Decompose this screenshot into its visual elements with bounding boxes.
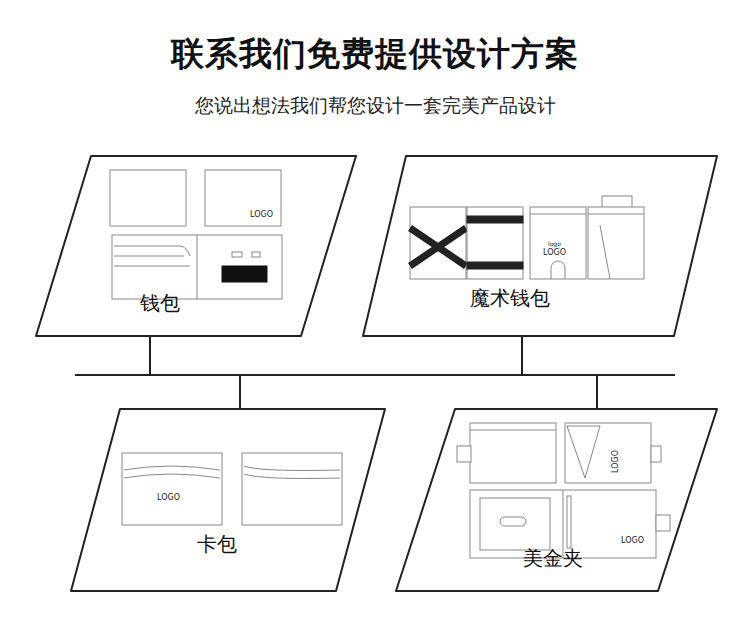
panel-shape: [36, 156, 356, 336]
magic-arch: [551, 261, 565, 279]
clip-card-window: [480, 498, 550, 550]
logo-mark: LOGO: [621, 537, 644, 545]
connector-line: [522, 337, 597, 408]
panel-shape: [363, 156, 717, 336]
wallet-icon: [252, 252, 260, 257]
magic-seam: [588, 214, 644, 279]
wallet-back: [110, 170, 186, 226]
subtitle: 您说出想法我们帮您设计一套完美产品设计: [0, 96, 750, 115]
clip-seam: [470, 430, 556, 431]
clip-bar: [567, 496, 571, 548]
panel-label: 美金夹: [523, 546, 583, 570]
magic-x-band: [410, 228, 466, 266]
product-panel: 美金夹: [395, 408, 718, 592]
clip-front: [565, 423, 651, 483]
logo-mark: logo: [548, 241, 561, 247]
connector-line: [240, 337, 522, 408]
wallet-icon: [232, 252, 242, 257]
clip-tab: [656, 515, 670, 531]
logo-mark: LOGO: [543, 249, 566, 257]
panel-shape: [396, 409, 717, 591]
logo-mark: LOGO: [250, 211, 273, 219]
wallet-window: [222, 266, 267, 282]
magic-piece: [410, 207, 466, 279]
connector-line: [150, 337, 240, 408]
magic-piece: [588, 207, 644, 279]
clip-tab: [457, 446, 471, 462]
product-panel: 魔术钱包: [362, 155, 718, 337]
magic-piece: [467, 207, 523, 279]
magic-band: [467, 262, 523, 269]
clip-tab: [651, 446, 661, 462]
panel-outline: [70, 408, 386, 592]
wallet-front: [205, 170, 281, 226]
magic-piece: [530, 207, 586, 279]
product-panel: 钱包: [35, 155, 357, 337]
logo-mark: LOGO: [612, 450, 620, 473]
magic-band: [467, 216, 523, 223]
wallet-slots: [114, 246, 190, 266]
connector-line: [150, 337, 597, 408]
panel-label: 魔术钱包: [470, 286, 550, 310]
clip-pocket: [567, 426, 600, 478]
card-pocket: [244, 466, 340, 479]
magic-seam: [530, 214, 586, 215]
card-pocket: [124, 466, 220, 478]
wallet-fold: [197, 235, 198, 299]
panel-outline: [35, 155, 357, 337]
panel-label: 钱包: [140, 291, 180, 315]
panel-shape: [71, 409, 385, 591]
page-title: 联系我们免费提供设计方案: [0, 32, 750, 77]
card-holder: [122, 453, 222, 525]
card-holder: [242, 453, 342, 525]
panel-label: 卡包: [197, 532, 237, 556]
product-panel: 卡包: [70, 408, 386, 592]
clip-thumb-hole: [500, 517, 526, 526]
wallet-open: [112, 235, 282, 299]
logo-mark: LOGO: [157, 494, 180, 502]
clip-back: [470, 423, 556, 483]
